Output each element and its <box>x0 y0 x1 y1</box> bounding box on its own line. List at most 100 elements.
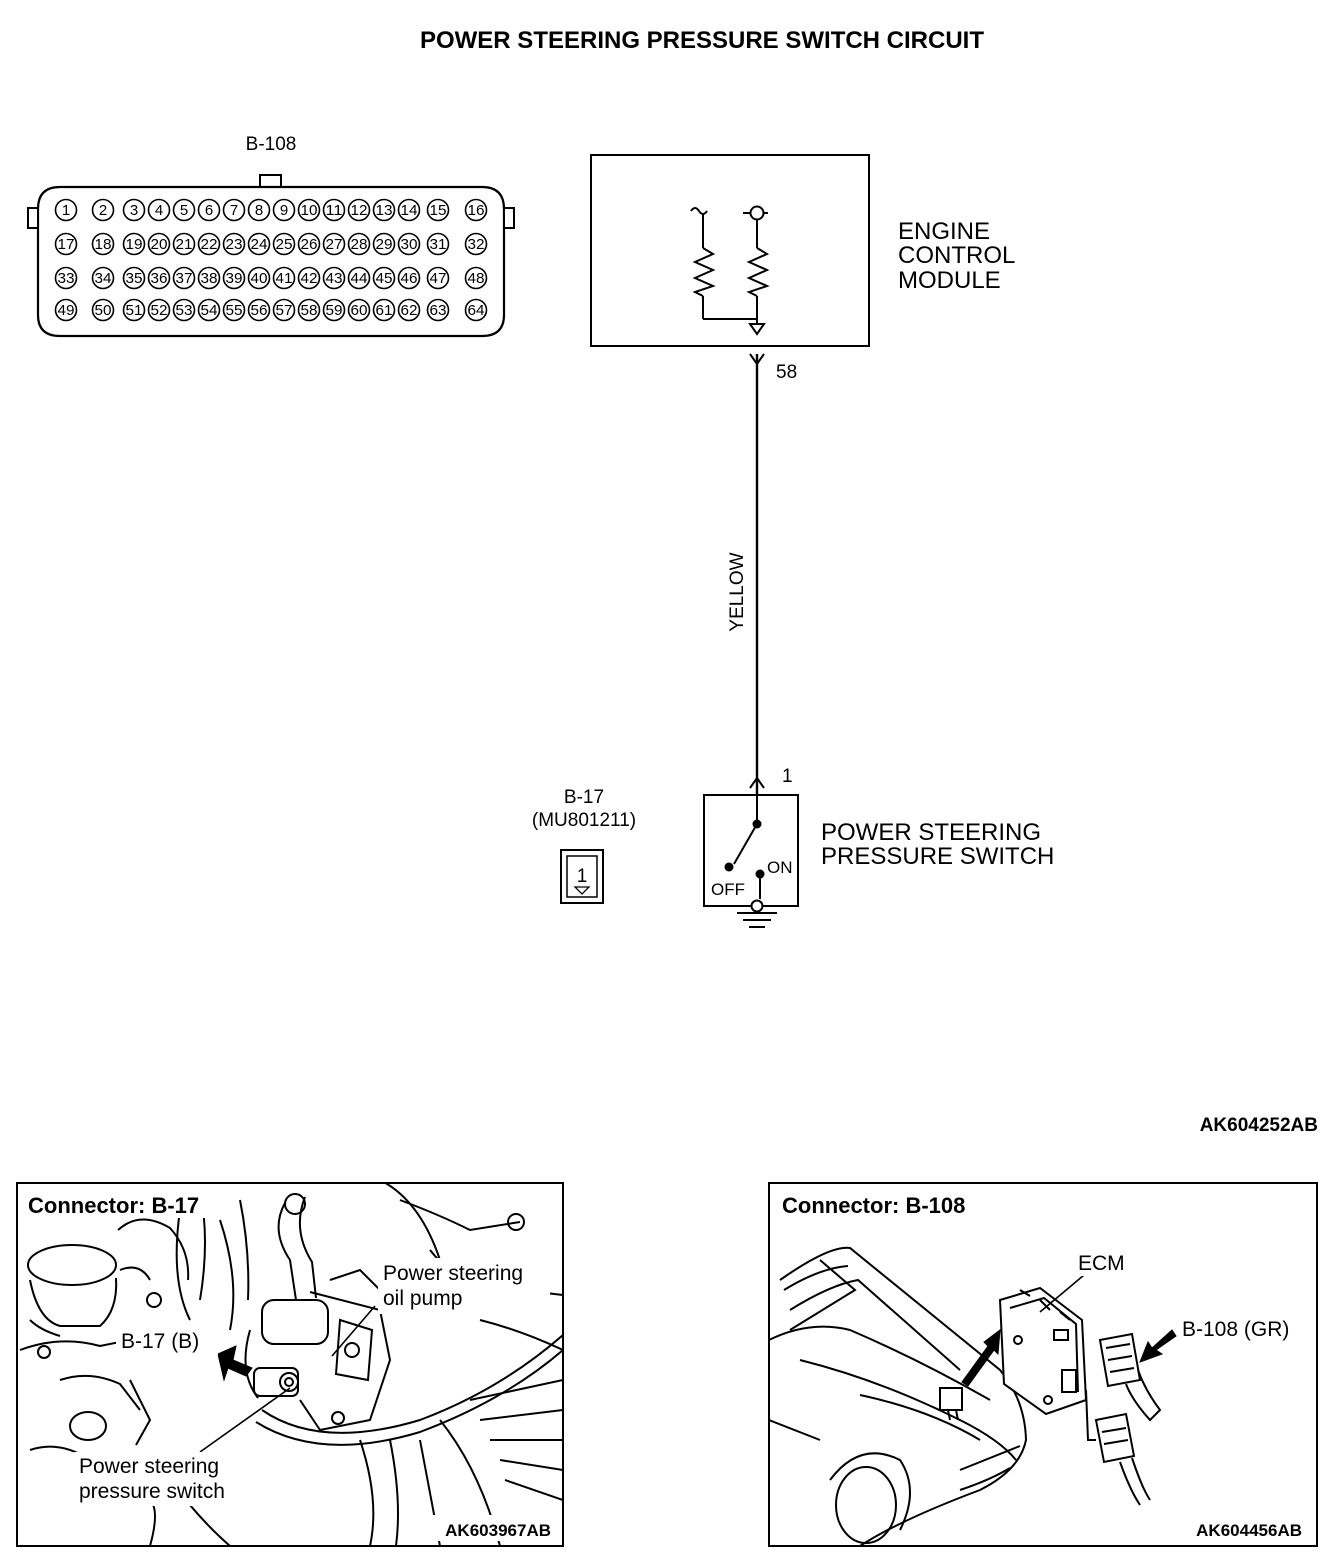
pin-number: 27 <box>326 236 343 253</box>
pin-circle <box>122 266 146 290</box>
pin-circle <box>147 232 171 256</box>
figure-code-main: AK604252AB <box>1200 1115 1318 1136</box>
pin-number: 5 <box>180 202 188 219</box>
pin-circle <box>54 298 78 322</box>
switch-pin-1: 1 <box>782 766 793 787</box>
engine-bay-illustration <box>19 1183 563 1546</box>
ecm-label-line1: ENGINE <box>898 218 990 245</box>
pin-number: 14 <box>401 202 418 219</box>
pin-circle <box>297 232 321 256</box>
yellow-wire <box>749 353 765 795</box>
pin-number: 6 <box>205 202 213 219</box>
pin-number: 50 <box>95 302 112 319</box>
pin-circle <box>397 266 421 290</box>
pin-circle <box>197 266 221 290</box>
pin-number: 56 <box>251 302 268 319</box>
pin-number: 58 <box>301 302 318 319</box>
pin-circle <box>322 266 346 290</box>
pin-circle <box>372 266 396 290</box>
pin-circle <box>297 298 321 322</box>
pin-circle <box>147 266 171 290</box>
pin-circle <box>222 298 246 322</box>
callout-oil-pump-line1: Power steering <box>383 1262 523 1285</box>
pin-number: 13 <box>376 202 393 219</box>
vehicle-illustration <box>769 1246 1177 1546</box>
pin-circle <box>222 232 246 256</box>
pin-number: 35 <box>126 270 143 287</box>
pin-number: 21 <box>176 236 193 253</box>
pin-circle <box>464 232 488 256</box>
callout-b108-connector: B-108 (GR) <box>1182 1318 1289 1341</box>
pin-number: 60 <box>351 302 368 319</box>
pin-circle <box>397 232 421 256</box>
pin-number: 23 <box>226 236 243 253</box>
panel-b108-header: Connector: B-108 <box>782 1193 965 1218</box>
pin-circle <box>297 266 321 290</box>
pin-circle <box>297 198 321 222</box>
pin-circle <box>272 232 296 256</box>
pin-number: 18 <box>95 236 112 253</box>
pin-circle <box>91 266 115 290</box>
pin-number: 24 <box>251 236 268 253</box>
pin-number: 43 <box>326 270 343 287</box>
pin-circle <box>372 298 396 322</box>
pin-number: 36 <box>151 270 168 287</box>
pin-number: 28 <box>351 236 368 253</box>
pin-circle <box>347 266 371 290</box>
pin-number: 34 <box>95 270 112 287</box>
pin-circle <box>247 232 271 256</box>
pin-number: 37 <box>176 270 193 287</box>
pin-number: 49 <box>58 302 75 319</box>
pin-circle <box>464 298 488 322</box>
connector-b17-pin-1: 1 <box>577 866 588 887</box>
pin-circle <box>426 266 450 290</box>
pin-number: 48 <box>468 270 485 287</box>
callout-switch-line1: Power steering <box>79 1455 219 1478</box>
pin-circle <box>426 198 450 222</box>
pin-circle <box>247 298 271 322</box>
pin-number: 38 <box>201 270 218 287</box>
panel-b108-labels: Connector: B-108 ECM B-108 (GR) AK604456… <box>774 1188 1312 1541</box>
pin-number: 41 <box>276 270 293 287</box>
pin-number: 40 <box>251 270 268 287</box>
pin-number: 61 <box>376 302 393 319</box>
pin-number: 25 <box>276 236 293 253</box>
pin-circle <box>426 298 450 322</box>
callout-ecm: ECM <box>1078 1252 1125 1275</box>
pin-circle <box>222 198 246 222</box>
pin-number: 7 <box>230 202 238 219</box>
wire-color-label: YELLOW <box>727 552 748 631</box>
pin-number: 1 <box>62 202 70 219</box>
pin-number: 42 <box>301 270 318 287</box>
pin-circle <box>197 298 221 322</box>
pin-number: 54 <box>201 302 218 319</box>
pin-circle <box>122 298 146 322</box>
panel-b17-header: Connector: B-17 <box>28 1193 199 1218</box>
pin-number: 53 <box>176 302 193 319</box>
pin-number: 32 <box>468 236 485 253</box>
diagram-title: POWER STEERING PRESSURE SWITCH CIRCUIT <box>420 27 984 54</box>
connector-b17-part-number: (MU801211) <box>532 810 636 831</box>
pin-circle <box>197 232 221 256</box>
ecm-label-line3: MODULE <box>898 267 1001 294</box>
pin-circle <box>147 298 171 322</box>
pin-circle <box>464 266 488 290</box>
pin-number: 46 <box>401 270 418 287</box>
pin-circle <box>247 266 271 290</box>
switch-label-line1: POWER STEERING <box>821 819 1041 846</box>
pin-circle <box>122 232 146 256</box>
pin-circle <box>397 298 421 322</box>
pin-number: 10 <box>301 202 318 219</box>
switch-label-line2: PRESSURE SWITCH <box>821 843 1054 870</box>
pin-number: 15 <box>430 202 447 219</box>
pin-circle <box>347 198 371 222</box>
pin-number: 11 <box>326 202 343 219</box>
pin-circle <box>272 198 296 222</box>
pin-circle <box>272 298 296 322</box>
pin-circle <box>172 298 196 322</box>
pin-number: 16 <box>468 202 485 219</box>
pin-number: 51 <box>126 302 143 319</box>
